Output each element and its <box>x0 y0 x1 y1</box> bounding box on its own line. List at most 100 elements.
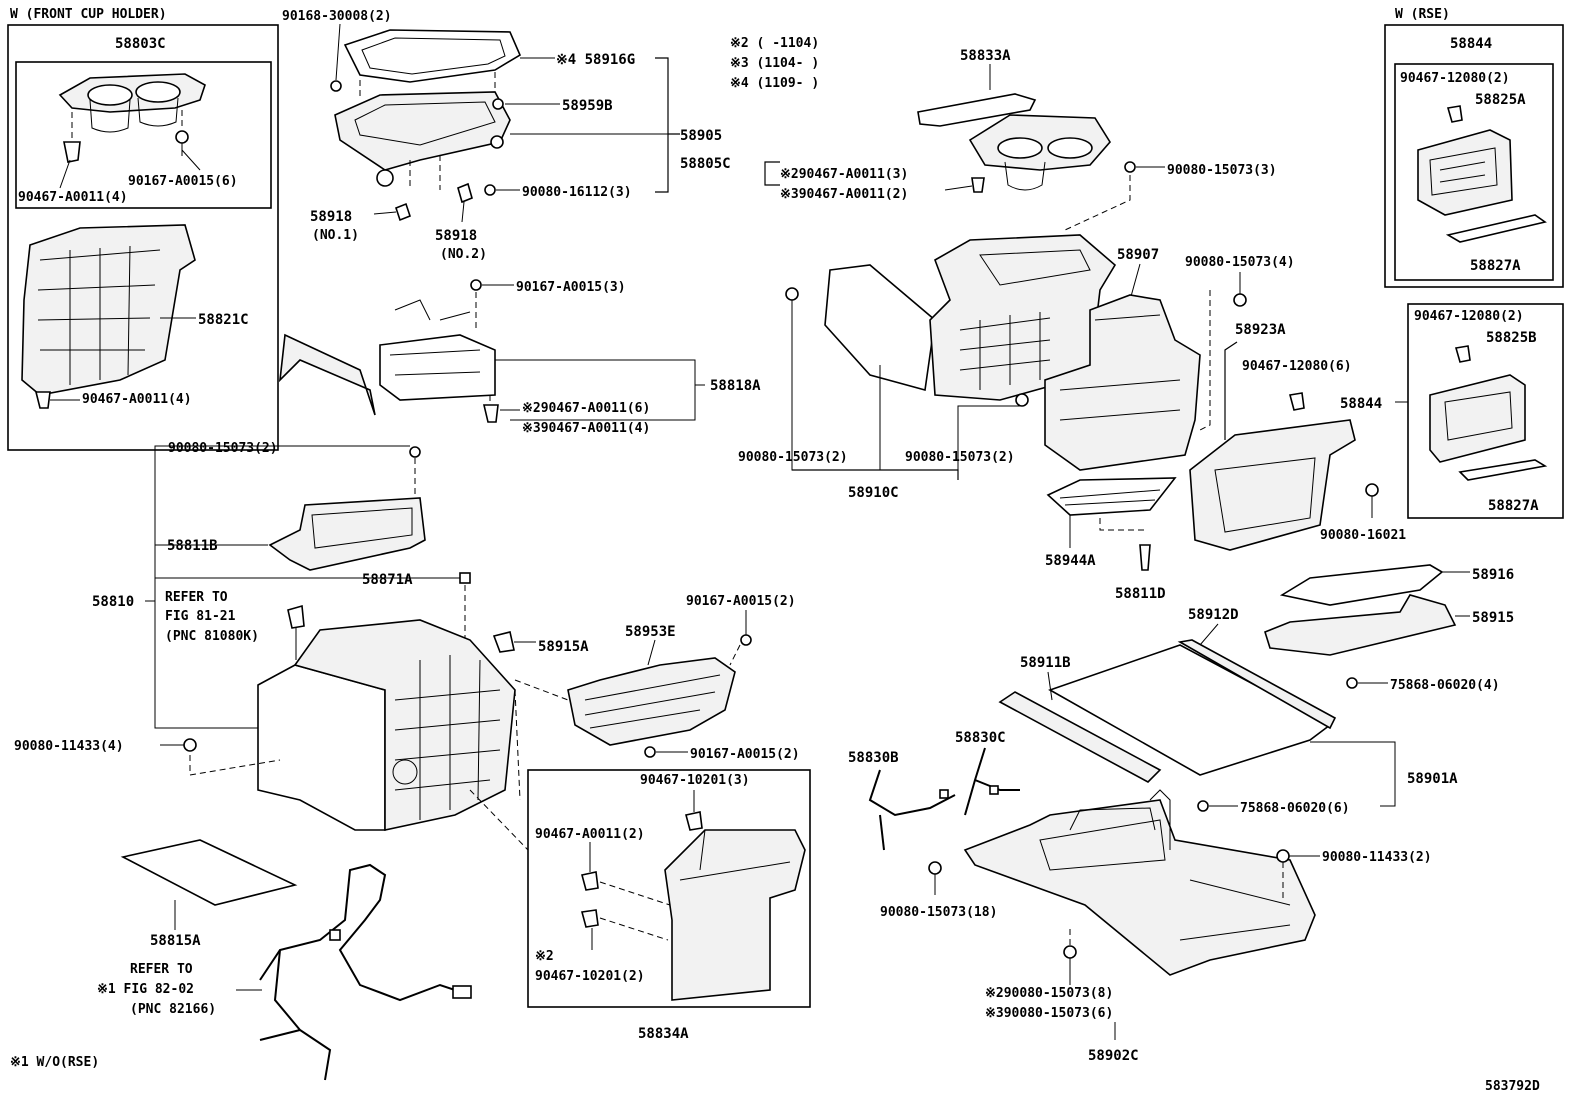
label-90467-A0011-4b[interactable]: 90467-A0011(4) <box>82 392 192 407</box>
label-90167-A0015-6[interactable]: 90167-A0015(6) <box>128 174 238 189</box>
label-90467-12080-2b[interactable]: 90467-12080(2) <box>1414 309 1524 324</box>
clip-90467-10201-2-part <box>580 909 599 928</box>
label-90467-A0011-2a[interactable]: ※390467-A0011(2) <box>780 187 908 202</box>
label-58821C[interactable]: 58821C <box>198 312 249 328</box>
duct-58953E-part <box>567 657 736 746</box>
base-frame-58902C-part <box>963 789 1316 976</box>
label-58923A[interactable]: 58923A <box>1235 322 1286 338</box>
label-90080-16112-3[interactable]: 90080-16112(3) <box>522 185 632 200</box>
storage-box-58834A-part <box>664 829 806 1001</box>
label-58827A-mid[interactable]: 58827A <box>1488 498 1539 514</box>
label-58830C[interactable]: 58830C <box>955 730 1006 746</box>
rse-trim-top-part <box>1445 214 1547 243</box>
label-90168-30008-2[interactable]: 90168-30008(2) <box>282 9 392 24</box>
label-58825A[interactable]: 58825A <box>1475 92 1526 108</box>
label-90467-A0011-4a[interactable]: 90467-A0011(4) <box>18 190 128 205</box>
refer2-line-c: (PNC 82166) <box>130 1002 216 1017</box>
label-90080-11433-2[interactable]: 90080-11433(2) <box>1322 850 1432 865</box>
label-90467-A0011-6[interactable]: ※290467-A0011(6) <box>522 401 650 416</box>
label-90467-A0011-4c[interactable]: ※390467-A0011(4) <box>522 421 650 436</box>
label-90467-12080-6[interactable]: 90467-12080(6) <box>1242 359 1352 374</box>
label-90167-A0015-2a[interactable]: 90167-A0015(2) <box>686 594 796 609</box>
label-90467-12080-2a[interactable]: 90467-12080(2) <box>1400 71 1510 86</box>
front-holder-housing-part <box>21 224 196 396</box>
label-58811D[interactable]: 58811D <box>1115 586 1166 602</box>
label-58901A[interactable]: 58901A <box>1407 771 1458 787</box>
label-90080-11433-4[interactable]: 90080-11433(4) <box>14 739 124 754</box>
label-58910C[interactable]: 58910C <box>848 485 899 501</box>
rse-clip-mid-part <box>1454 345 1471 363</box>
bezel-frame-part <box>1189 419 1356 551</box>
label-58944A[interactable]: 58944A <box>1045 553 1096 569</box>
label-90167-A0015-3[interactable]: 90167-A0015(3) <box>516 280 626 295</box>
label-58844-top[interactable]: 58844 <box>1450 36 1492 52</box>
label-90080-15073-2a[interactable]: 90080-15073(2) <box>738 450 848 465</box>
label-58803C[interactable]: 58803C <box>115 36 166 52</box>
label-58815A[interactable]: 58815A <box>150 933 201 949</box>
label-90080-15073-3[interactable]: 90080-15073(3) <box>1167 163 1277 178</box>
label-90080-15073-6[interactable]: ※390080-15073(6) <box>985 1006 1113 1021</box>
label-58915A[interactable]: 58915A <box>538 639 589 655</box>
label-58959B[interactable]: 58959B <box>562 98 613 114</box>
label-58907[interactable]: 58907 <box>1117 247 1159 263</box>
tray-58944A-part <box>1046 477 1177 516</box>
sub-box-58803C <box>15 61 272 209</box>
clip-90467-10201-part <box>685 811 703 831</box>
label-58953E[interactable]: 58953E <box>625 624 676 640</box>
label-58916[interactable]: 58916 <box>1472 567 1514 583</box>
label-90080-15073-4[interactable]: 90080-15073(4) <box>1185 255 1295 270</box>
label-90080-16021[interactable]: 90080-16021 <box>1320 528 1406 543</box>
console-upper-box-part <box>824 234 1117 401</box>
label-58805C[interactable]: 58805C <box>680 156 731 172</box>
label-58912D[interactable]: 58912D <box>1188 607 1239 623</box>
label-75868-06020-6[interactable]: 75868-06020(6) <box>1240 801 1350 816</box>
label-58905[interactable]: 58905 <box>680 128 722 144</box>
label-90080-15073-18[interactable]: 90080-15073(18) <box>880 905 997 920</box>
label-90080-15073-2b[interactable]: 90080-15073(2) <box>905 450 1015 465</box>
note-2: ※2 ( -1104) <box>730 36 819 51</box>
label-58825B[interactable]: 58825B <box>1486 330 1537 346</box>
label-58918-no1[interactable]: 58918 <box>310 209 352 225</box>
label-90467-10201-2-b[interactable]: 90467-10201(2) <box>535 969 645 984</box>
rse-clip-top-part <box>1446 105 1463 123</box>
refer2-line-b: ※1 FIG 82-02 <box>97 982 194 997</box>
label-58827A-top[interactable]: 58827A <box>1470 258 1521 274</box>
label-58818A[interactable]: 58818A <box>710 378 761 394</box>
label-58810[interactable]: 58810 <box>92 594 134 610</box>
clip-90467-12080-part <box>1289 392 1305 411</box>
label-58915[interactable]: 58915 <box>1472 610 1514 626</box>
label-75868-06020-4[interactable]: 75868-06020(4) <box>1390 678 1500 693</box>
lid-pad-part <box>343 29 522 83</box>
group-title-rse: W (RSE) <box>1395 7 1450 22</box>
label-58918-no1-sub: (NO.1) <box>312 228 359 243</box>
label-58918-no2-sub: (NO.2) <box>440 247 487 262</box>
label-90167-A0015-2b[interactable]: 90167-A0015(2) <box>690 747 800 762</box>
refer2-line-a: REFER TO <box>130 962 193 977</box>
label-90467-A0011-2b[interactable]: 90467-A0011(2) <box>535 827 645 842</box>
lower-console-box-part <box>257 619 516 831</box>
screw-90167-A0015-part <box>175 130 189 156</box>
clip-90467-A0011-part-b <box>34 391 51 409</box>
label-58830B[interactable]: 58830B <box>848 750 899 766</box>
connector-81080K-part <box>287 604 305 660</box>
lid-frame-part <box>334 91 511 187</box>
label-58844-mid[interactable]: 58844 <box>1340 396 1382 412</box>
group-title-front-cup-holder: W (FRONT CUP HOLDER) <box>10 7 167 22</box>
clip-90467-A0011-2-part <box>581 871 599 891</box>
label-58871A[interactable]: 58871A <box>362 572 413 588</box>
label-90080-15073-8[interactable]: ※290080-15073(8) <box>985 986 1113 1001</box>
label-58902C[interactable]: 58902C <box>1088 1048 1139 1064</box>
footnote-wo-rse: ※1 W/O(RSE) <box>10 1055 99 1070</box>
label-90080-15073-2c[interactable]: 90080-15073(2) <box>168 441 278 456</box>
wire-harness-82166-part <box>259 863 472 1081</box>
label-90467-A0011-3[interactable]: ※290467-A0011(3) <box>780 167 908 182</box>
label-58834A[interactable]: 58834A <box>638 1026 689 1042</box>
label-58916G[interactable]: ※4 58916G <box>556 52 635 68</box>
label-58811B[interactable]: 58811B <box>167 538 218 554</box>
label-90467-10201-3[interactable]: 90467-10201(3) <box>640 773 750 788</box>
note-4: ※4 (1109- ) <box>730 76 819 91</box>
label-58911B[interactable]: 58911B <box>1020 655 1071 671</box>
label-58918-no2[interactable]: 58918 <box>435 228 477 244</box>
label-58833A[interactable]: 58833A <box>960 48 1011 64</box>
